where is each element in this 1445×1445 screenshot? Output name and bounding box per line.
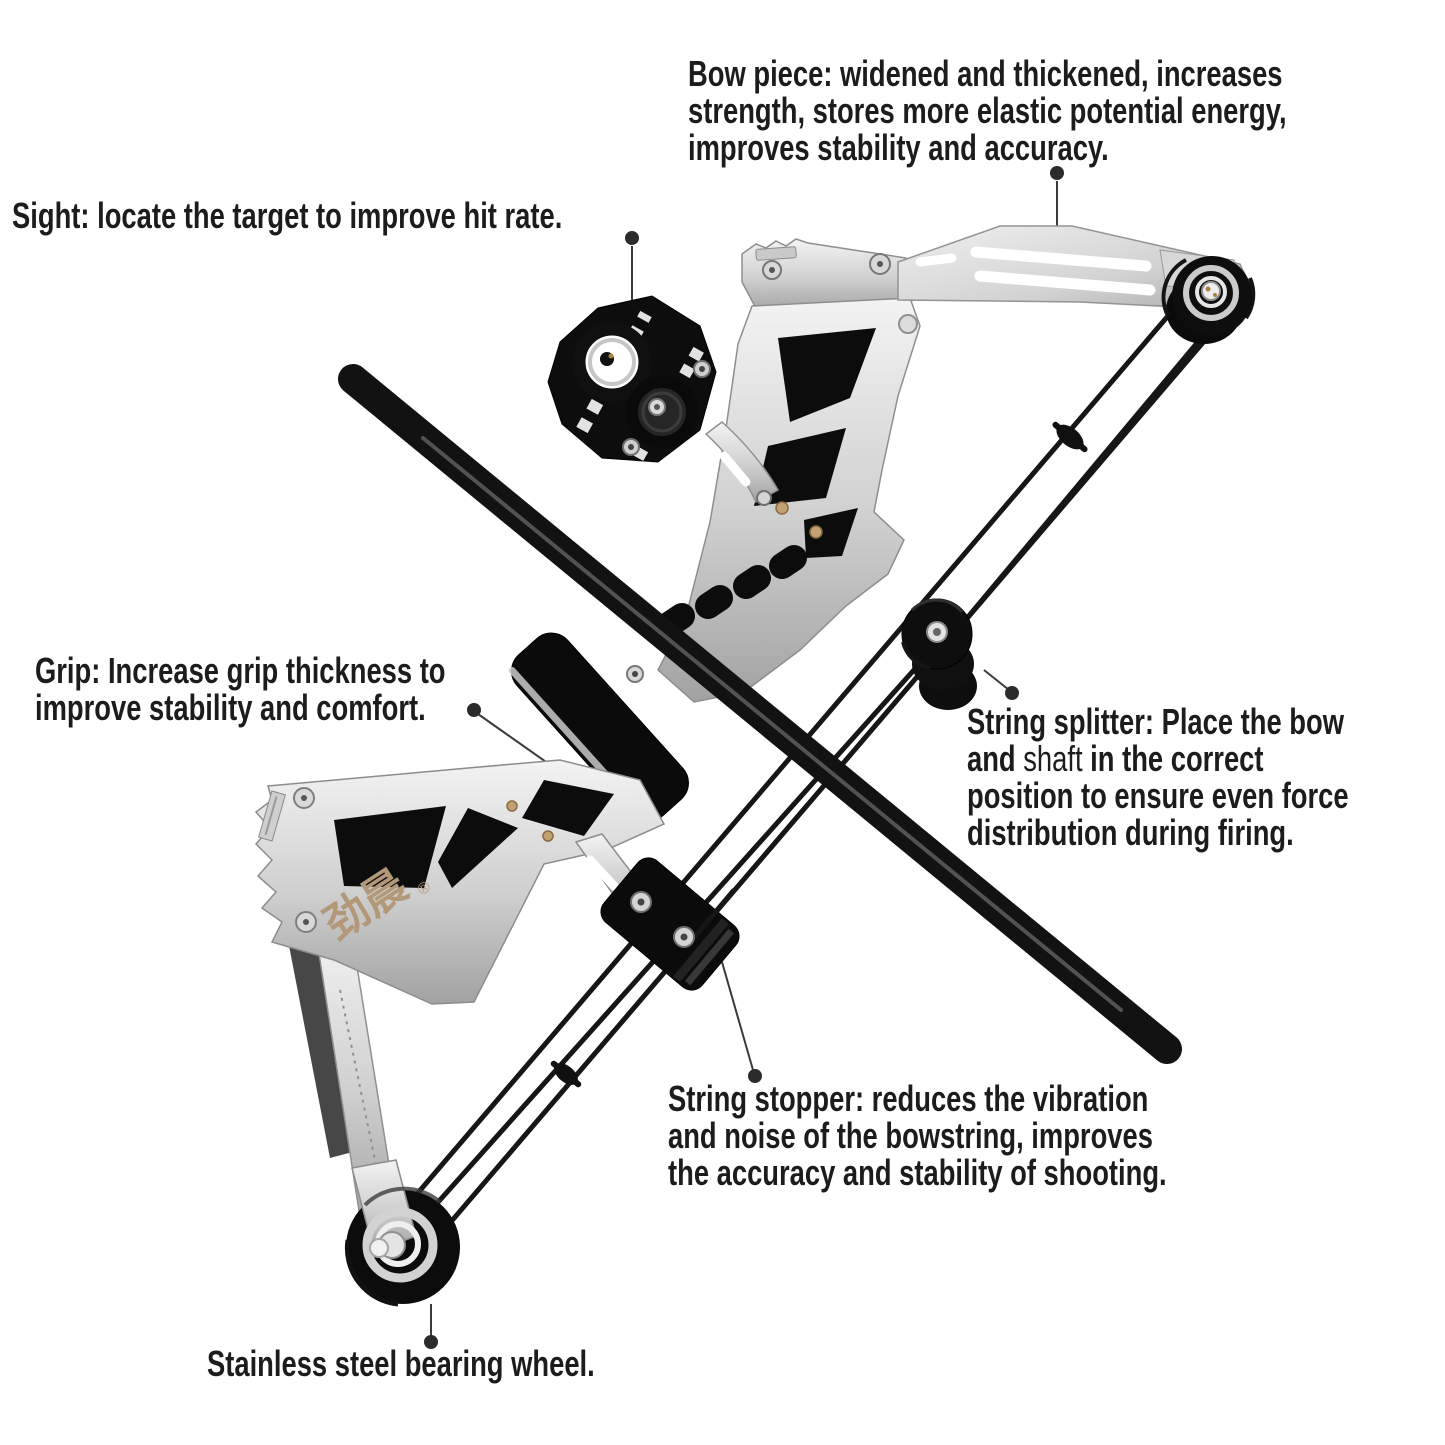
annotation-line: the accuracy and stability of shooting. — [668, 1152, 1167, 1193]
annotation-bow-piece: Bow piece: widened and thickened, increa… — [688, 55, 1287, 166]
lower-riser: 劲晨 ® — [254, 759, 666, 1005]
annotation-line-part: in the correct — [1090, 738, 1264, 779]
leader-lines — [424, 166, 1064, 1349]
annotation-line: String splitter: Place the bow — [967, 701, 1345, 742]
arrow-shaft — [338, 364, 1182, 1064]
annotation-line: Stainless steel bearing wheel. — [207, 1343, 595, 1384]
annotation-line: improves stability and accuracy. — [688, 127, 1109, 168]
leader-dots — [424, 166, 1064, 1349]
annotation-line-part-light: shaft — [1023, 738, 1083, 779]
sight — [547, 295, 780, 506]
annotation-grip: Grip: Increase grip thickness to improve… — [35, 652, 446, 726]
annotation-line: Grip: Increase grip thickness to — [35, 650, 446, 691]
annotation-line: position to ensure even force — [967, 775, 1349, 816]
annotation-line: String stopper: reduces the vibration — [668, 1078, 1149, 1119]
cam-wheel — [1159, 249, 1256, 344]
string-splitter — [901, 598, 977, 710]
annotation-line: improve stability and comfort. — [35, 687, 426, 728]
string-knot — [550, 421, 1088, 1088]
annotation-line: Bow piece: widened and thickened, increa… — [688, 53, 1283, 94]
annotation-string-stopper: String stopper: reduces the vibration an… — [668, 1080, 1167, 1191]
annotation-line: strength, stores more elastic potential … — [688, 90, 1287, 131]
bearing-wheel — [344, 1159, 460, 1307]
annotation-bearing-wheel: Stainless steel bearing wheel. — [207, 1345, 595, 1382]
annotation-line: Sight: locate the target to improve hit … — [12, 195, 563, 236]
annotation-line: and noise of the bowstring, improves — [668, 1115, 1153, 1156]
annotation-line-part: and — [967, 738, 1016, 779]
string-stopper — [574, 833, 740, 991]
riser-inlays — [754, 328, 876, 558]
annotation-sight: Sight: locate the target to improve hit … — [12, 197, 562, 234]
riser — [657, 238, 921, 703]
plate-inlays — [334, 780, 614, 888]
annotation-line: distribution during firing. — [967, 812, 1294, 853]
